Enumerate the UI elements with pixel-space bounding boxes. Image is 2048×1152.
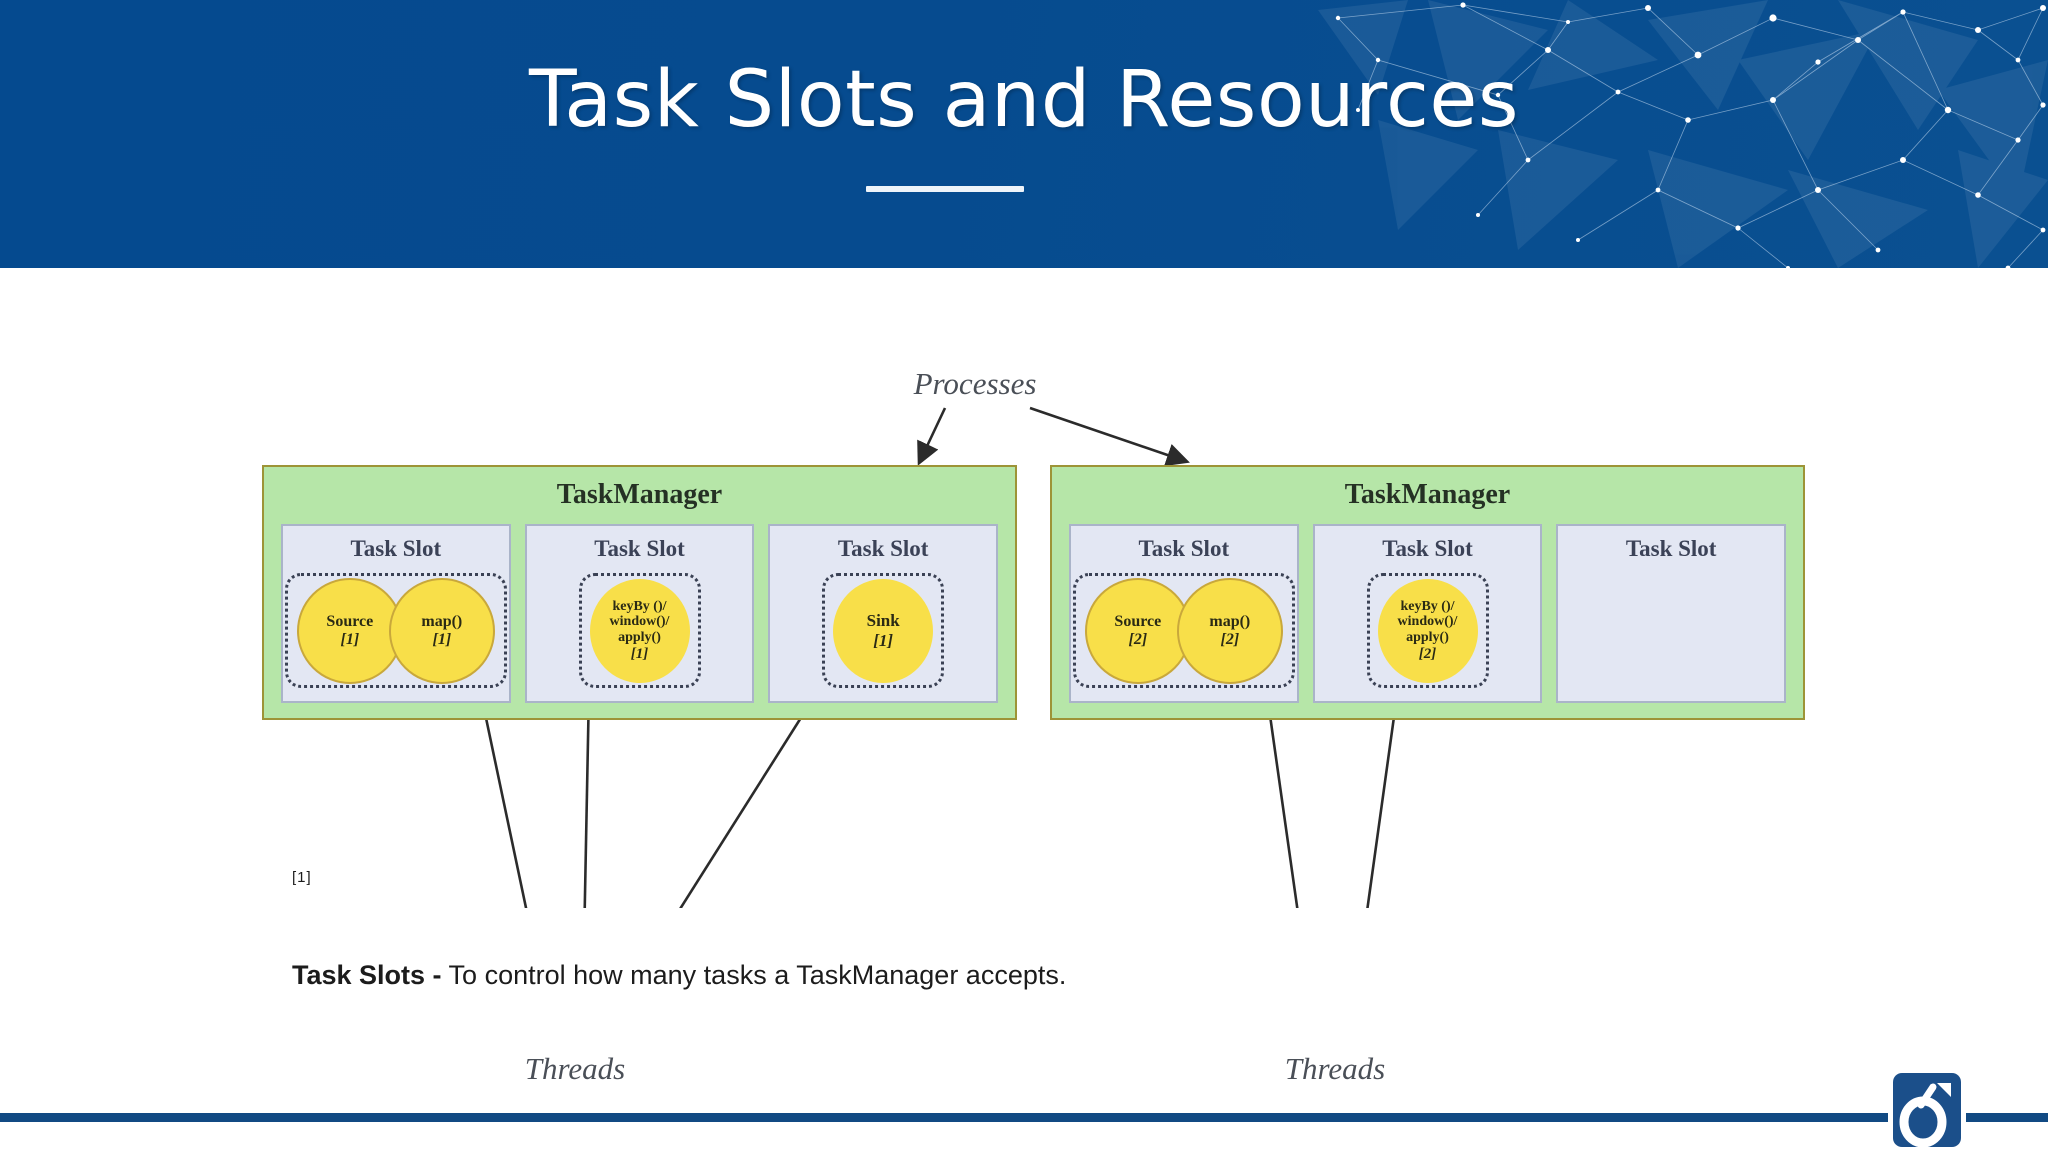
operator-index: [2] — [1418, 645, 1437, 662]
task-slot-2-2[interactable]: Task Slot keyBy ()/ window()/ apply() [2… — [1312, 524, 1543, 703]
caption-description: To control how many tasks a TaskManager … — [441, 960, 1067, 990]
task-slot-1-2[interactable]: Task Slot keyBy ()/ window()/ apply() [1… — [524, 524, 755, 703]
operator-name-line3: apply() — [618, 629, 661, 645]
task-slots-diagram: Processes — [0, 268, 2048, 1086]
operator-name-line1: keyBy ()/ — [612, 598, 667, 614]
taskmanager-1-slots: Task Slot Source [1] map() [1] Task Slot — [281, 524, 999, 703]
company-logo — [1888, 1068, 1966, 1152]
operator-chain: Source [1] map() [1] — [284, 573, 507, 688]
operator-bubble-window: keyBy ()/ window()/ apply() [2] — [1377, 578, 1478, 683]
operator-bubble-sink: Sink [1] — [833, 578, 934, 683]
title-underline-rule — [866, 186, 1024, 192]
threads-label-left: Threads — [524, 1051, 626, 1086]
taskmanager-2-slots: Task Slot Source [2] map() [2] Task Slot — [1069, 524, 1787, 703]
operator-name-line3: apply() — [1406, 629, 1449, 645]
task-slot-label: Task Slot — [1625, 536, 1717, 561]
operator-bubble-map: map() [2] — [1176, 577, 1283, 684]
operator-name: Sink — [866, 611, 900, 631]
threads-label-right: Threads — [1284, 1051, 1386, 1086]
operator-name-line2: window()/ — [1397, 614, 1458, 630]
operator-name: Source — [326, 612, 374, 630]
operator-name-line1: keyBy ()/ — [1400, 598, 1455, 614]
operator-bubble-source: Source [1] — [296, 577, 403, 684]
page-title: Task Slots and Resources — [529, 55, 1519, 145]
operator-name: map() — [1209, 612, 1251, 630]
caption-text: Task Slots - To control how many tasks a… — [292, 960, 1066, 991]
operator-index: [1] — [630, 645, 649, 662]
task-slot-label: Task Slot — [837, 536, 929, 561]
task-slot-2-1[interactable]: Task Slot Source [2] map() [2] — [1069, 524, 1299, 703]
operator-index: [1] — [340, 630, 360, 648]
operator-bubble-source: Source [2] — [1084, 577, 1191, 684]
operator-chain: keyBy ()/ window()/ apply() [2] — [1366, 573, 1489, 688]
operator-name: Source — [1114, 612, 1162, 630]
task-slot-1-3[interactable]: Task Slot Sink [1] — [768, 524, 999, 703]
slide-header: Task Slots and Resources — [0, 0, 2048, 268]
taskmanager-1: TaskManager Task Slot Source [1] map() [… — [262, 465, 1017, 720]
citation-marker: [1] — [292, 869, 312, 886]
task-slot-label: Task Slot — [1382, 536, 1473, 561]
task-slot-label: Task Slot — [1138, 536, 1230, 561]
task-slot-label: Task Slot — [594, 536, 685, 561]
operator-chain: keyBy ()/ window()/ apply() [1] — [578, 573, 701, 688]
logo-glyph-icon — [1893, 1073, 1961, 1148]
caption-term: Task Slots - — [292, 960, 442, 990]
task-slot-1-1[interactable]: Task Slot Source [1] map() [1] — [281, 524, 511, 703]
operator-chain: Source [2] map() [2] — [1072, 573, 1295, 688]
operator-bubble-map: map() [1] — [388, 577, 495, 684]
operator-name-line2: window()/ — [609, 614, 670, 630]
taskmanager-2: TaskManager Task Slot Source [2] map() [… — [1050, 465, 1805, 720]
processes-label: Processes — [913, 366, 1037, 401]
operator-bubble-window: keyBy ()/ window()/ apply() [1] — [589, 578, 690, 683]
taskmanager-1-title: TaskManager — [556, 479, 723, 510]
taskmanager-2-title: TaskManager — [1344, 479, 1511, 510]
task-slot-2-3-empty[interactable]: Task Slot — [1556, 524, 1787, 703]
operator-index: [1] — [432, 630, 452, 648]
task-slot-label: Task Slot — [350, 536, 442, 561]
operator-index: [2] — [1128, 630, 1148, 648]
operator-name: map() — [421, 612, 463, 630]
operator-index: [1] — [873, 630, 894, 650]
footer-rule — [0, 1113, 2048, 1122]
operator-chain: Sink [1] — [822, 573, 945, 688]
operator-index: [2] — [1220, 630, 1240, 648]
